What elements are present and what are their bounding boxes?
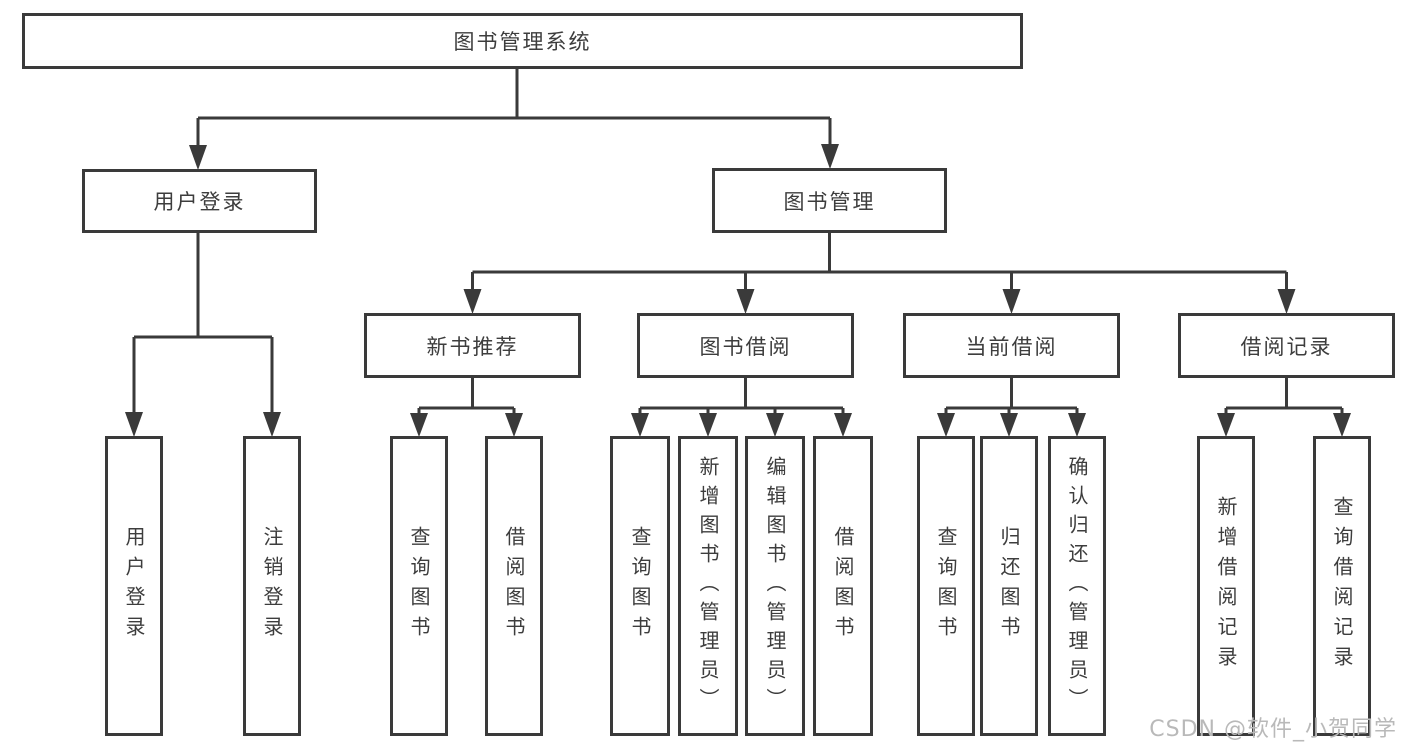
- leaf-query-books-current: 查询图书: [917, 436, 975, 736]
- node-user-login-label: 用户登录: [153, 190, 246, 214]
- node-current-borrow-label: 当前借阅: [965, 334, 1058, 359]
- leaf-query-books-current-label: 查询图书: [934, 526, 958, 646]
- leaf-add-book-admin-label: 新增图书（管理员）: [696, 455, 720, 717]
- leaf-query-books-recommend: 查询图书: [390, 436, 448, 736]
- leaf-confirm-return-admin: 确认归还（管理员）: [1048, 436, 1106, 736]
- leaf-borrow-books-recommend-label: 借阅图书: [502, 526, 526, 646]
- leaf-add-book-admin: 新增图书（管理员）: [678, 436, 738, 736]
- leaf-borrow-books: 借阅图书: [813, 436, 873, 736]
- leaf-query-borrow-record-label: 查询借阅记录: [1330, 496, 1354, 676]
- node-root-label: 图书管理系统: [453, 30, 592, 54]
- node-book-management: 图书管理: [712, 168, 947, 233]
- leaf-borrow-books-label: 借阅图书: [831, 526, 855, 646]
- leaf-edit-book-admin-label: 编辑图书（管理员）: [763, 455, 787, 717]
- node-borrow-records: 借阅记录: [1178, 313, 1395, 378]
- leaf-logout-label: 注销登录: [260, 526, 284, 646]
- leaf-logout: 注销登录: [243, 436, 301, 736]
- node-book-management-label: 图书管理: [783, 189, 876, 214]
- leaf-borrow-books-recommend: 借阅图书: [485, 436, 543, 736]
- leaf-query-books-borrow-label: 查询图书: [628, 526, 652, 646]
- node-new-book-recommend-label: 新书推荐: [426, 334, 519, 359]
- leaf-add-borrow-record: 新增借阅记录: [1197, 436, 1255, 736]
- node-book-borrow-label: 图书借阅: [699, 334, 792, 359]
- watermark-text: CSDN @软件_小贺同学: [1149, 717, 1397, 742]
- leaf-user-login-label: 用户登录: [122, 526, 146, 646]
- leaf-confirm-return-admin-label: 确认归还（管理员）: [1065, 455, 1089, 717]
- arrowheads: [125, 144, 1351, 437]
- node-user-login: 用户登录: [82, 169, 317, 233]
- leaf-query-borrow-record: 查询借阅记录: [1313, 436, 1371, 736]
- leaf-return-books: 归还图书: [980, 436, 1038, 736]
- node-book-borrow: 图书借阅: [637, 313, 854, 378]
- node-root: 图书管理系统: [22, 13, 1023, 69]
- leaf-add-borrow-record-label: 新增借阅记录: [1214, 496, 1238, 676]
- connector-paths: [132, 69, 1344, 415]
- leaf-query-books-borrow: 查询图书: [610, 436, 670, 736]
- leaf-return-books-label: 归还图书: [997, 526, 1021, 646]
- leaf-edit-book-admin: 编辑图书（管理员）: [745, 436, 805, 736]
- node-new-book-recommend: 新书推荐: [364, 313, 581, 378]
- node-current-borrow: 当前借阅: [903, 313, 1120, 378]
- leaf-query-books-recommend-label: 查询图书: [407, 526, 431, 646]
- leaf-user-login: 用户登录: [105, 436, 163, 736]
- node-borrow-records-label: 借阅记录: [1240, 334, 1333, 359]
